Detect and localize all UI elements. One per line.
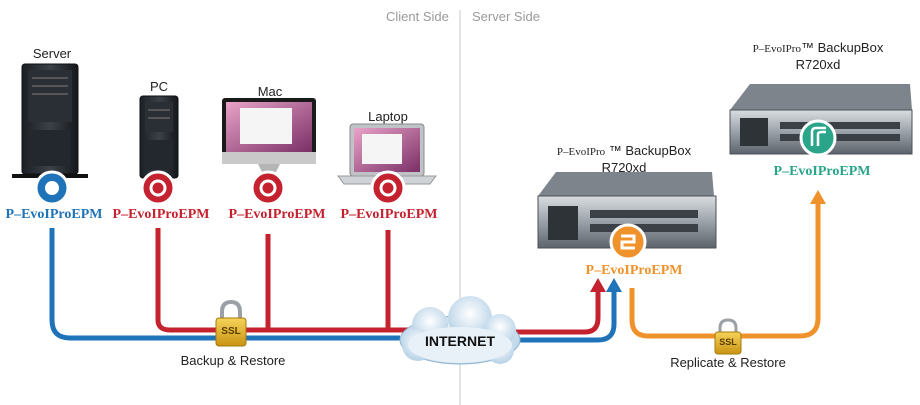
backupbox-1-brand: P–EvoIPro xyxy=(556,146,606,158)
laptop-computer xyxy=(337,123,437,185)
server-badge-icon xyxy=(34,170,70,206)
pc-badge-icon xyxy=(140,170,176,206)
server-brand-label: P–EvoIProEPM xyxy=(5,207,103,222)
ssl-padlock-icon-2 xyxy=(714,318,742,355)
orange-arrowhead xyxy=(810,190,826,204)
internet-cloud xyxy=(399,296,521,365)
laptop-brand-label: P–EvoIProEPM xyxy=(340,207,438,222)
backupbox-1-brand-label: P–EvoIProEPM xyxy=(585,263,683,278)
laptop-badge-icon xyxy=(370,170,406,206)
blue-arrowhead xyxy=(606,278,622,292)
backupbox-2-badge-icon xyxy=(799,119,837,157)
replicate-restore-label: Replicate & Restore xyxy=(670,355,786,370)
backupbox-1-tm: ™ xyxy=(608,143,622,158)
pc-label: PC xyxy=(149,79,169,94)
server-side-label: Server Side xyxy=(472,9,540,24)
internet-label: INTERNET xyxy=(425,333,495,349)
red-arrowhead xyxy=(590,278,606,292)
backupbox-2-name: BackupBox xyxy=(817,40,884,55)
server-tower xyxy=(12,63,88,178)
backupbox-1-title: P–EvoIPro ™ BackupBox R720xd xyxy=(557,143,691,175)
pc-brand-label: P–EvoIProEPM xyxy=(112,207,210,222)
ssl-padlock-icon-1 xyxy=(215,299,247,347)
blue-backup-line xyxy=(49,228,400,341)
red-line-to-backupbox xyxy=(510,290,601,335)
backupbox-2-tm: ™ xyxy=(800,40,814,55)
backup-restore-label: Backup & Restore xyxy=(180,353,286,368)
ssl-label-2: SSL xyxy=(719,337,737,347)
mac-brand-label: P–EvoIProEPM xyxy=(228,207,326,222)
red-line-pc xyxy=(155,228,410,333)
backupbox-2-brand-label: P–EvoIProEPM xyxy=(773,164,871,179)
backupbox-2-model: R720xd xyxy=(795,57,841,72)
mac-computer xyxy=(222,98,316,172)
backupbox-1-model: R720xd xyxy=(601,160,647,175)
client-side-label: Client Side xyxy=(386,9,449,24)
backupbox-2-brand: P–EvoIPro xyxy=(752,43,801,55)
backupbox-1-rack xyxy=(537,172,717,249)
blue-line-to-backupbox xyxy=(510,290,617,343)
backupbox-1-badge-icon xyxy=(609,223,647,261)
server-label: Server xyxy=(32,46,72,61)
backupbox-1-name: BackupBox xyxy=(625,143,692,158)
laptop-label: Laptop xyxy=(368,109,408,124)
backupbox-2-title: P–EvoIPro™ BackupBox R720xd xyxy=(753,40,884,72)
mac-badge-icon xyxy=(250,170,286,206)
pc-tower xyxy=(139,95,179,179)
mac-label: Mac xyxy=(257,84,283,99)
ssl-label-1: SSL xyxy=(221,326,241,337)
